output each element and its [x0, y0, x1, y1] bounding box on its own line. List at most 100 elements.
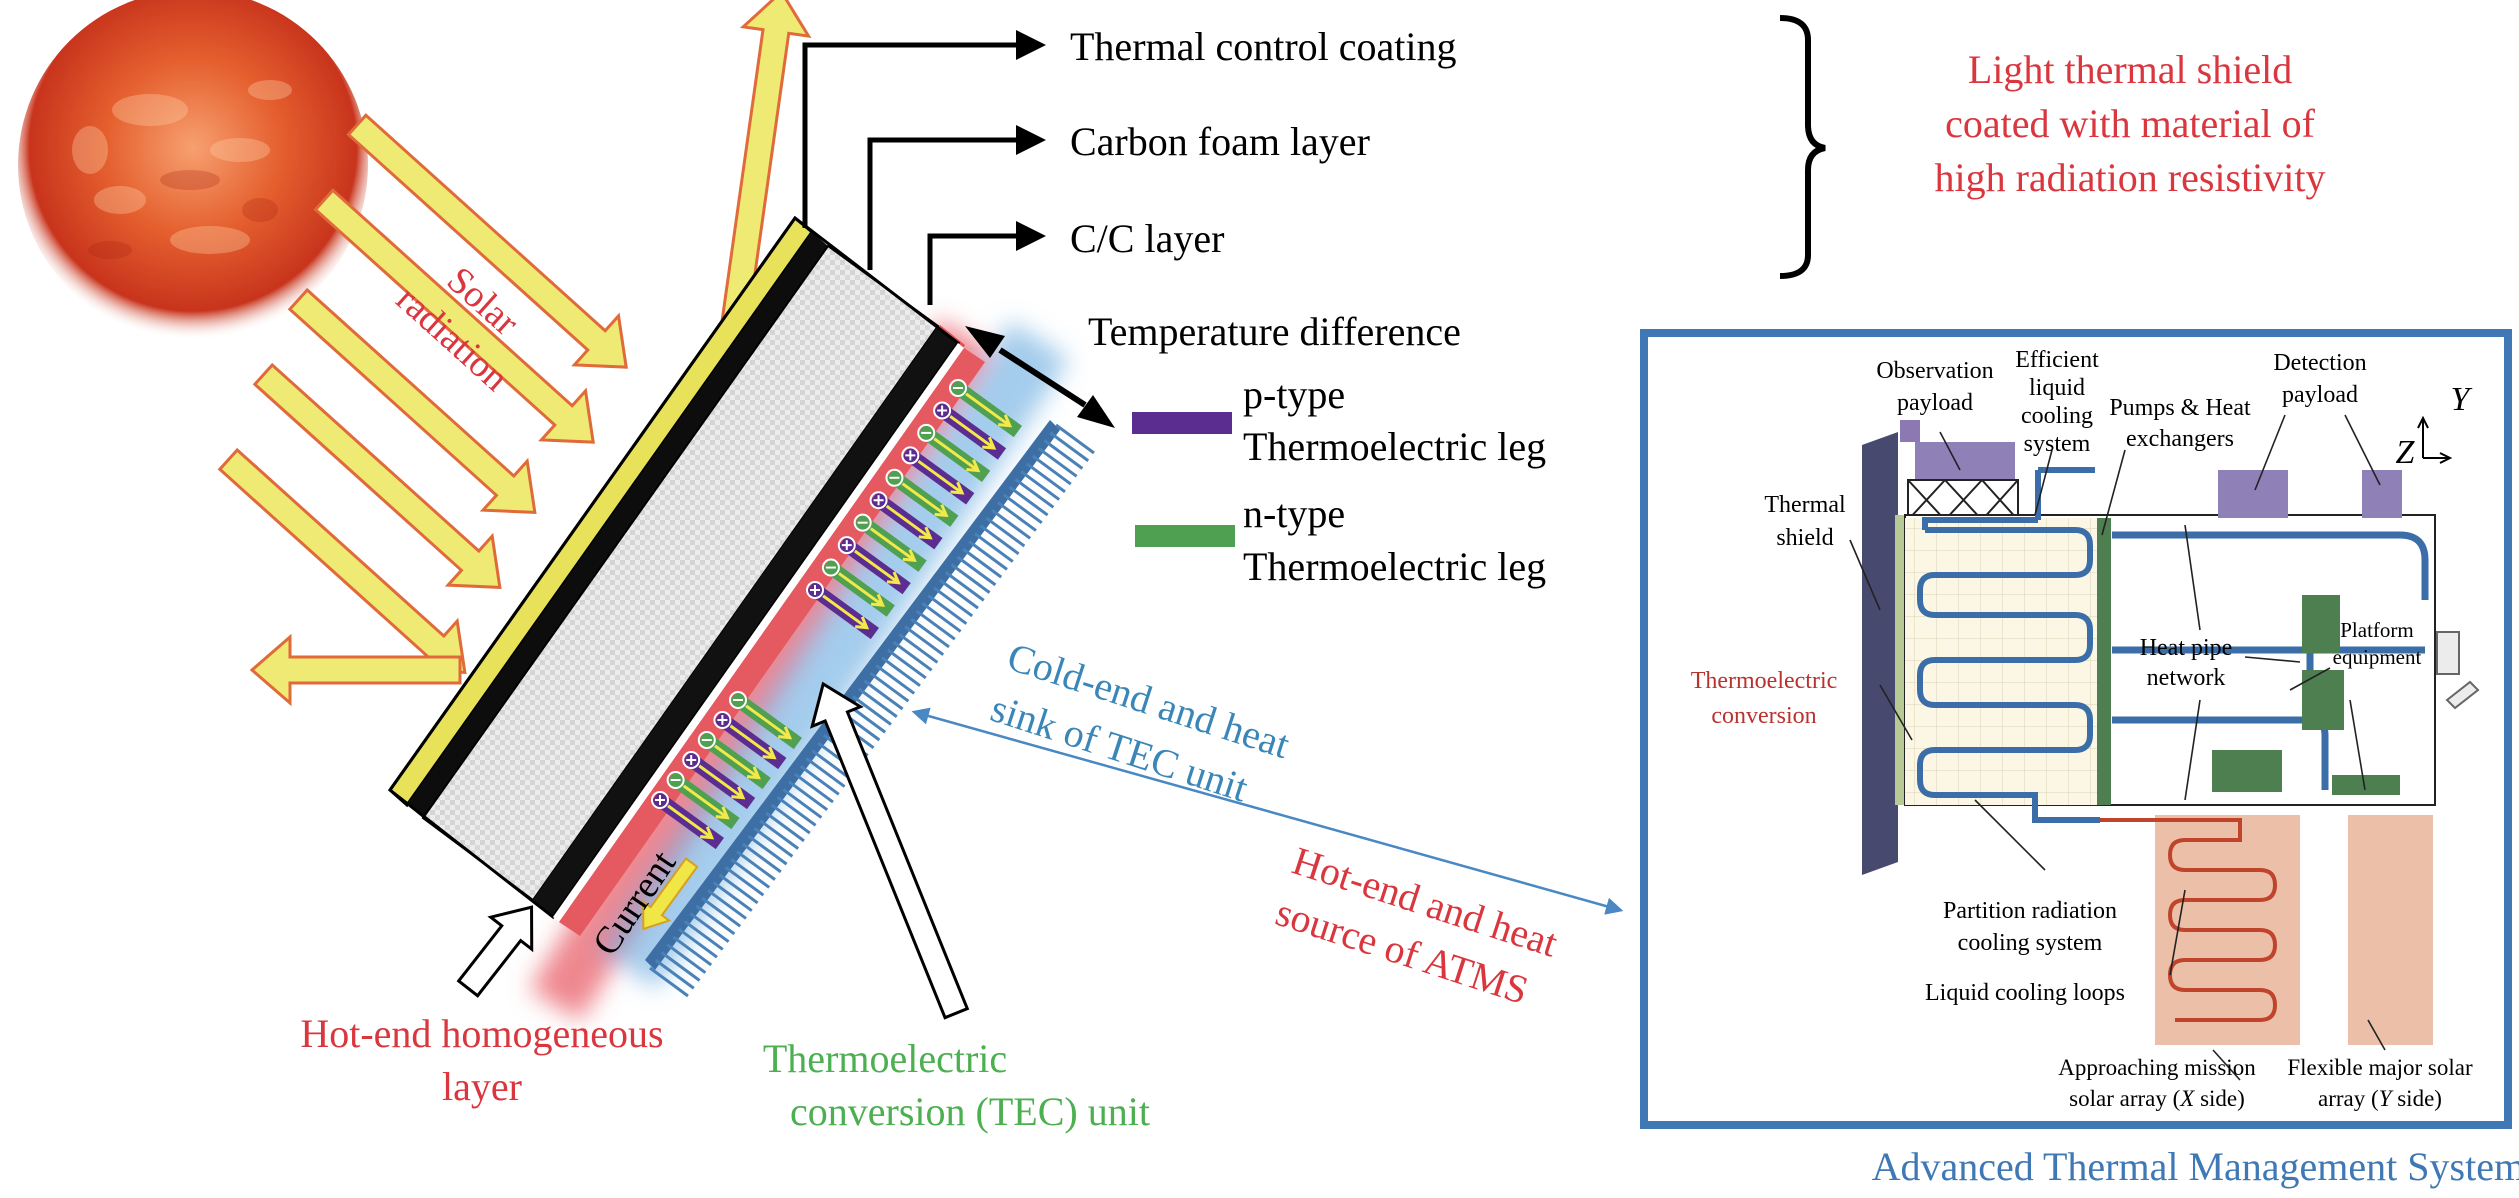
heat-sink-fin: [724, 865, 765, 897]
detection-payload-block-2: [2362, 470, 2402, 518]
heat-sink-fin: [886, 648, 927, 680]
heat-sink-fin: [962, 547, 1003, 579]
carrier-symbol: [933, 401, 952, 420]
leg-current-arrow: [698, 764, 746, 800]
leg-current-arrow: [838, 572, 886, 607]
efficient-cooling-label-4: system: [2024, 431, 2091, 457]
cc-layer-label: C/C layer: [1070, 216, 1224, 261]
carrier-symbol: [949, 379, 967, 397]
heat-sink-fin: [1031, 454, 1072, 486]
heat-sink-fin: [712, 881, 753, 912]
platform-equipment-2: [2302, 670, 2344, 730]
heat-sink-fin: [707, 889, 747, 920]
sun-icon: [18, 0, 368, 340]
detection-payload-label-1: Detection: [2273, 350, 2366, 376]
leg-current-arrow: [901, 482, 949, 518]
heat-sink-fin: [904, 625, 945, 656]
heat-sink-fin: [933, 586, 974, 618]
heat-sink-fin: [950, 563, 991, 594]
carrier-symbol: [917, 423, 936, 442]
heat-sink-fin: [741, 842, 782, 874]
efficient-cooling-label-2: liquid: [2029, 375, 2085, 401]
heat-sink-fin: [898, 633, 939, 664]
heat-sink-fin: [968, 540, 1008, 571]
heat-sink-fin: [1026, 462, 1066, 493]
heat-sink-fin: [997, 501, 1037, 532]
platform-equipment-3: [2212, 750, 2282, 792]
carrier-symbol: [682, 751, 701, 769]
tec-unit: [642, 378, 1095, 998]
thermal-control-coating-label: Thermal control coating: [1070, 24, 1457, 69]
efficient-cooling-label-1: Efficient: [2015, 347, 2099, 373]
heat-sink-fin: [747, 834, 788, 866]
plus-sign: [937, 405, 948, 416]
p-type-swatch: [1132, 412, 1232, 434]
heat-sink-fin: [956, 555, 997, 587]
heat-sink-fin: [776, 796, 817, 827]
heat-sink-fin: [939, 578, 979, 610]
heat-sink-fin: [701, 896, 742, 928]
heat-sink-fin: [654, 959, 695, 990]
heat-sink-fin: [782, 788, 823, 819]
heat-sink-fin: [875, 664, 916, 695]
p-type-label-2: Thermoelectric leg: [1243, 424, 1546, 469]
thermal-shield-label-2: shield: [1776, 525, 1833, 551]
incoming-ray-4: [252, 362, 502, 589]
heat-sink-fin: [1002, 493, 1043, 525]
heat-sink-fin: [985, 516, 1026, 548]
platform-equipment-label-1: Platform: [2340, 618, 2414, 642]
reflected-ray-left: [249, 633, 462, 707]
shield-note-line3: high radiation resistivity: [1934, 155, 2325, 200]
carrier-symbol: [821, 558, 840, 577]
curly-brace: [1779, 15, 1826, 279]
n-type-label-1: n-type: [1243, 491, 1345, 536]
heat-sink-fin: [794, 772, 834, 804]
carrier-symbol: [837, 536, 856, 555]
carrier-symbol: [666, 771, 685, 789]
leg-current-arrow: [682, 784, 730, 820]
platform-equipment-1: [2302, 595, 2340, 653]
thermoelectric-conversion-label-2: conversion: [1711, 703, 1816, 729]
incoming-ray-1: [346, 113, 628, 369]
efficient-cooling-label-3: cooling: [2021, 403, 2093, 429]
atms-leader-lines: [1849, 414, 2386, 1081]
atms-title: Advanced Thermal Management System (ATMS…: [1872, 1144, 2519, 1189]
heat-sink-fin: [915, 609, 956, 641]
cc-layer: [533, 326, 958, 917]
leg-current-arrow: [949, 415, 997, 450]
platform-equipment-label-2: equipment: [2333, 645, 2422, 669]
pumps-label-1: Pumps & Heat: [2109, 395, 2251, 421]
leg-current-arrow: [667, 804, 715, 840]
partition-radiation-label-1: Partition radiation: [1943, 898, 2117, 924]
carrier-symbol: [901, 446, 920, 465]
heat-sink-fin: [979, 524, 1020, 556]
leg-current-arrow: [917, 459, 965, 495]
heat-sink-fin: [695, 904, 736, 936]
heat-sink-fin: [805, 757, 846, 788]
leg-current-arrow: [853, 549, 901, 585]
heat-sink-fin: [881, 656, 921, 687]
tec-unit-label-1: Thermoelectric: [763, 1036, 1007, 1081]
heat-sink-fin: [770, 803, 811, 835]
detection-payload-label-2: payload: [2282, 382, 2358, 408]
plus-sign: [686, 755, 697, 765]
heat-sink-fin: [892, 640, 933, 672]
carrier-symbol: [869, 491, 888, 510]
heat-sink-fin: [672, 935, 713, 967]
plus-sign: [810, 585, 820, 595]
current-arrow: [642, 857, 699, 931]
carrier-symbol: [729, 691, 747, 709]
heat-sink-fin: [689, 912, 730, 943]
heat-sink-fin: [863, 679, 904, 711]
flexible-array-label-2: array (Y side): [2318, 1086, 2442, 1111]
heat-pipe-label-2: network: [2147, 665, 2226, 691]
tec-pointer-arrow: [809, 681, 970, 1020]
heat-sink-fin: [1055, 423, 1095, 455]
hot-end-homogeneous-label-2: layer: [442, 1064, 522, 1109]
leg-current-arrow: [822, 594, 870, 630]
heat-sink-fin: [660, 951, 701, 982]
heat-sink-fin: [857, 687, 898, 718]
n-type-label-2: Thermoelectric leg: [1243, 544, 1546, 589]
tec-legs-upper: [806, 378, 1022, 640]
